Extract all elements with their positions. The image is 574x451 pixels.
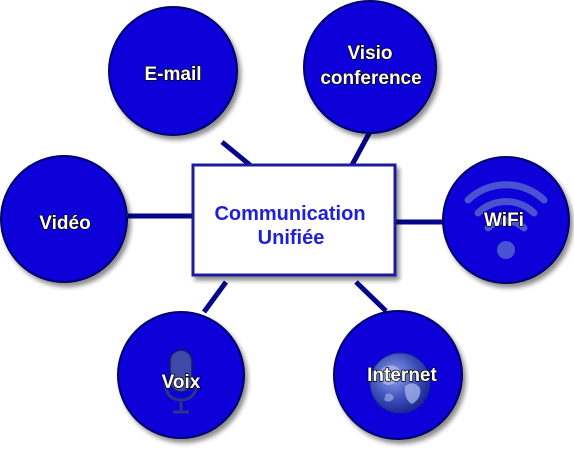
node-video: Vidéo <box>0 155 128 283</box>
node-visio-conference: Visio conference <box>303 0 437 134</box>
center-title-line1: Communication <box>214 203 365 225</box>
node-internet-label: Internet <box>367 365 437 386</box>
node-visio-label-line1: Visio <box>347 43 392 64</box>
center-title-line2: Unifiée <box>258 227 325 249</box>
node-visio-label-line2: conference <box>320 68 421 89</box>
center-box-rect <box>191 163 397 277</box>
globe-icon <box>369 352 431 414</box>
center-box: Communication Unifiée <box>191 163 397 277</box>
node-email-circle <box>108 6 238 136</box>
connector-internet <box>354 280 388 313</box>
node-visio-circle <box>303 0 437 134</box>
node-internet: Internet <box>333 310 463 440</box>
microphone-icon <box>163 349 199 414</box>
node-voix: Voix <box>117 311 245 439</box>
connector-email <box>220 140 252 167</box>
connector-voix <box>201 280 229 314</box>
node-wifi-label: WiFi <box>484 210 524 231</box>
node-email-label: E-mail <box>144 64 201 85</box>
node-voix-label: Voix <box>162 372 201 393</box>
node-video-label: Vidéo <box>39 213 90 234</box>
wifi-icon <box>464 181 548 259</box>
connector-visio <box>349 126 375 167</box>
node-email: E-mail <box>108 6 238 136</box>
connectors <box>128 126 445 314</box>
node-video-circle <box>0 155 128 283</box>
node-wifi: WiFi <box>442 156 570 284</box>
